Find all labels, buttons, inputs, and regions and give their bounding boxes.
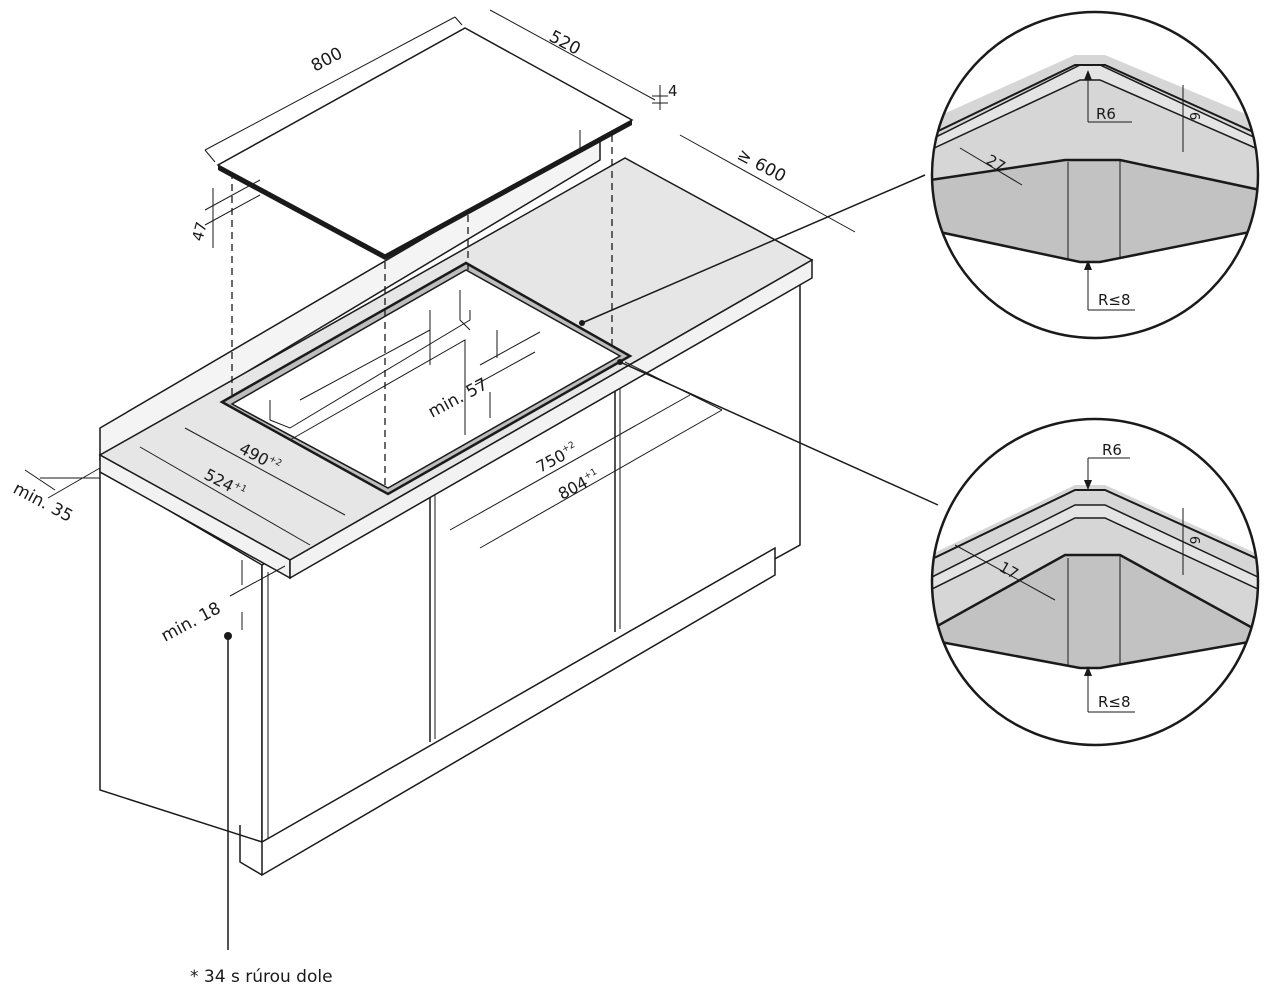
cutout-opening [230, 269, 622, 489]
footnote-text: * 34 s rúrou dole [190, 967, 333, 987]
dimension-lines [24, 9, 939, 950]
detail-top-frame [930, 10, 1260, 340]
hob-glass-front-edge [218, 165, 385, 260]
label-hob-width: 800 [308, 44, 346, 77]
projection-lines [231, 135, 613, 488]
cutout-inner-wall-2 [289, 339, 466, 441]
cutout [219, 261, 633, 496]
cutout-inner-wall-back [269, 310, 471, 429]
detail-top-inner-radius: R≤8 [1098, 291, 1131, 309]
dim-line-524 [139, 446, 311, 546]
dim-line-490 [184, 427, 346, 516]
dim-line-750 [449, 394, 691, 531]
label-min-35: min. 35 [10, 479, 76, 527]
label-glass-thickness: 4 [668, 82, 678, 100]
label-hob-depth: 520 [546, 27, 584, 60]
dim-line-800 [204, 16, 456, 151]
detail-bottom-rebate-depth: 6 [1186, 536, 1201, 544]
cabinet-plinth [261, 546, 776, 877]
hob [216, 27, 634, 260]
detail-top: R6 6 27 R≤8 [930, 10, 1260, 340]
leader-to-detail-bottom [619, 361, 939, 506]
dim-line-520 [489, 9, 656, 101]
plinth-left-edge [239, 825, 263, 876]
detail-bottom-outer-radius: R6 [1102, 441, 1122, 459]
cutout-inner-ledge [299, 329, 431, 401]
worktop-front-edge [289, 258, 813, 580]
detail-bottom-frame [930, 417, 1260, 747]
detail-bottom: R6 6 17 R≤8 [930, 417, 1260, 747]
leader-to-detail-top [581, 174, 926, 324]
dim-line-600 [679, 134, 856, 233]
label-hob-height: 47 [188, 220, 210, 243]
dim-line-804 [479, 409, 723, 549]
detail-top-outer-radius: R6 [1096, 105, 1116, 123]
hob-glass-right-edge [385, 120, 632, 260]
cutout-inner-wall-side [459, 290, 471, 331]
detail-top-rebate-depth: 6 [1186, 112, 1201, 120]
detail-bottom-inner-radius: R≤8 [1098, 693, 1131, 711]
cabinet [99, 280, 801, 877]
